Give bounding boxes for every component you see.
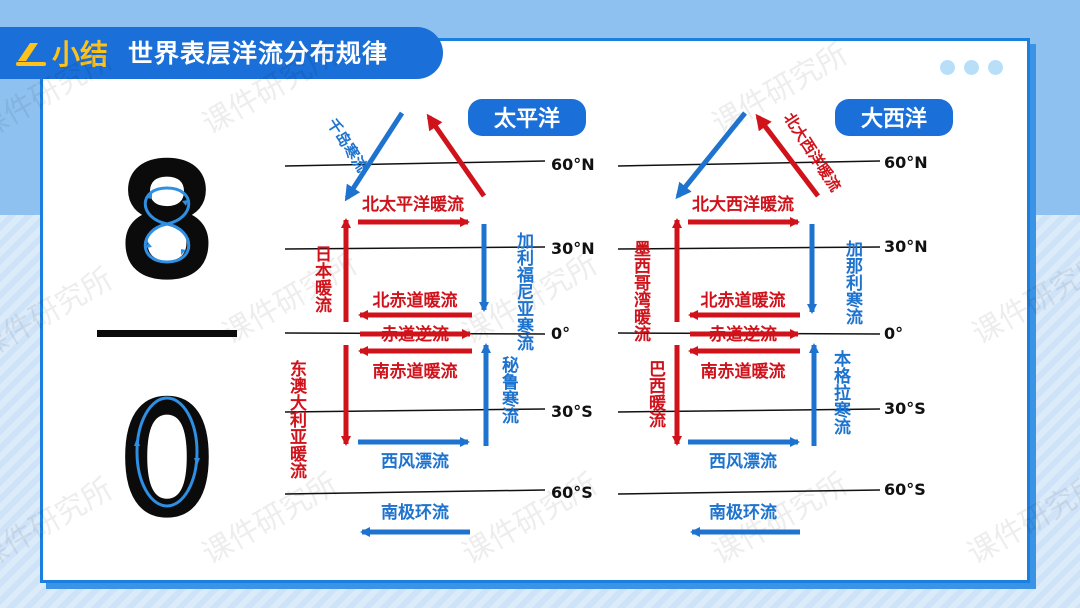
logo-text: 小结 — [52, 38, 109, 71]
lat-30s: 30°S — [551, 402, 593, 421]
lat-60n: 60°N — [551, 155, 595, 174]
pacific-badge — [468, 99, 586, 136]
arrow-oyashio — [344, 111, 405, 202]
lat-0: 0° — [884, 324, 903, 343]
label-north-atlantic-drift: 北大西洋暖流 — [780, 110, 844, 195]
watermark-text: 课件研究所 — [967, 247, 1080, 352]
fraction-bar — [97, 330, 237, 337]
arrow-north-pacific-drift — [426, 113, 487, 198]
lat-30n: 30°N — [884, 237, 928, 256]
big-eight-zero: 8 0 — [97, 130, 237, 552]
arrow-atlantic-cold — [675, 111, 747, 200]
label-california: 加利福尼亚寒流 — [513, 232, 535, 351]
lat-30n: 30°N — [551, 239, 595, 258]
label-east-australian: 东澳大利亚暖流 — [286, 359, 307, 479]
watermark-text: 课件研究所 — [197, 467, 344, 572]
label-west-wind: 西风漂流 — [381, 451, 449, 472]
label-peru: 秘鲁寒流 — [498, 355, 519, 424]
watermark-text: 课件研究所 — [707, 37, 854, 142]
label-antarctic: 南极环流 — [381, 502, 449, 523]
label-counter: 赤道逆流 — [381, 324, 449, 345]
pacific-title: 太平洋 — [494, 106, 560, 132]
label-oyashio: 千岛寒流 — [323, 115, 371, 175]
label-brazil: 巴西暖流 — [645, 360, 666, 428]
decorative-dots — [940, 60, 1012, 79]
watermark-text: 课件研究所 — [962, 467, 1080, 572]
label-south-equatorial: 南赤道暖流 — [373, 361, 458, 382]
atlantic-badge — [835, 99, 953, 136]
watermark-text: 课件研究所 — [0, 262, 119, 367]
label-south-equatorial-atl: 南赤道暖流 — [701, 361, 786, 382]
label-canary: 加那利寒流 — [842, 240, 864, 325]
page-title: 世界表层洋流分布规律 — [128, 39, 389, 68]
arrow-north-atlantic-drift — [755, 113, 820, 198]
label-north-pacific: 北太平洋暖流 — [362, 194, 464, 215]
watermark-text: 课件研究所 — [197, 37, 344, 142]
lat-60s: 60°S — [551, 483, 593, 502]
label-kuroshio: 日本暖流 — [311, 245, 332, 313]
pacific-arrows — [341, 111, 491, 537]
lat-60s: 60°S — [884, 480, 926, 499]
label-north-equatorial: 北赤道暖流 — [373, 290, 458, 311]
label-benguela: 本格拉寒流 — [830, 349, 851, 435]
header-banner — [0, 27, 443, 79]
atlantic-arrows — [672, 111, 820, 537]
latitude-labels: 60°N 60°N 30°N 30°N 0° 0° 30°S 30°S 60°S… — [551, 153, 928, 502]
label-antarctic-atl: 南极环流 — [709, 502, 777, 523]
lat-0: 0° — [551, 324, 570, 343]
label-north-equatorial-atl: 北赤道暖流 — [701, 290, 786, 311]
label-north-atlantic: 北大西洋暖流 — [692, 194, 794, 215]
big-eight: 8 — [119, 133, 216, 310]
watermark-text: 课件研究所 — [0, 42, 119, 147]
watermark-text: 课件研究所 — [0, 472, 119, 577]
watermark-text: 课件研究所 — [217, 247, 364, 352]
atlantic-title: 大西洋 — [861, 106, 927, 132]
lat-60n: 60°N — [884, 153, 928, 172]
pencil-icon — [16, 43, 46, 66]
lat-30s: 30°S — [884, 399, 926, 418]
label-counter-atl: 赤道逆流 — [709, 324, 777, 345]
label-gulf-stream: 墨西哥湾暖流 — [630, 240, 651, 342]
label-west-wind-atl: 西风漂流 — [709, 451, 777, 472]
